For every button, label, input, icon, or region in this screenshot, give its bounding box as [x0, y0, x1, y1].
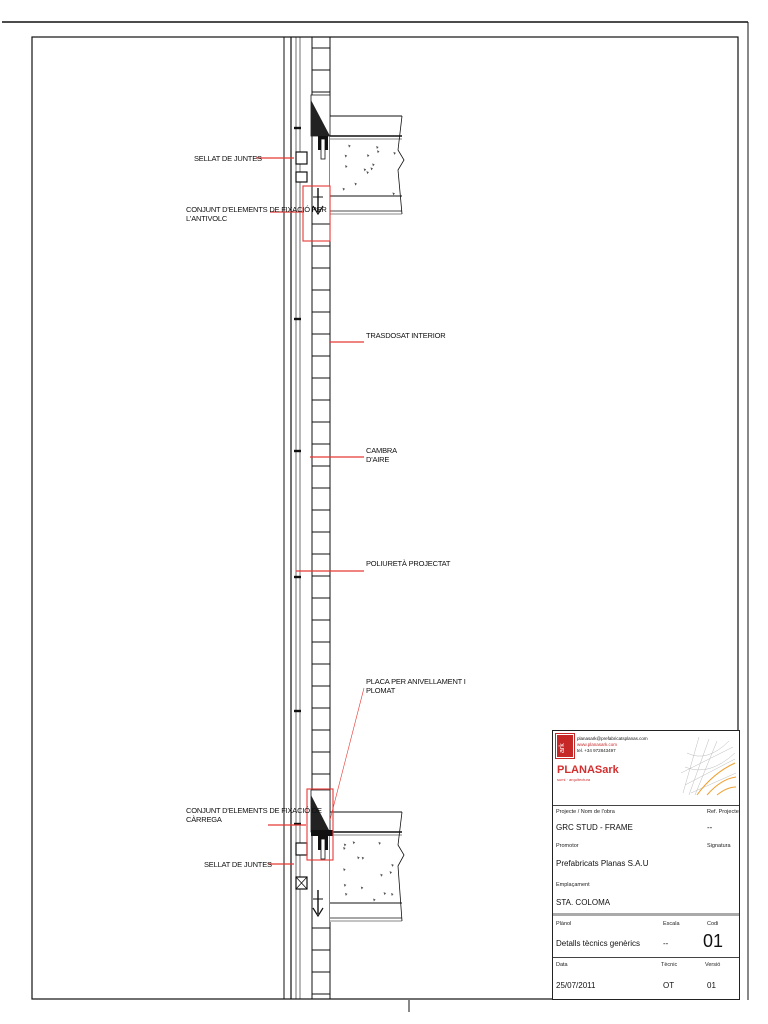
versio-value: 01 [707, 981, 716, 990]
anchor-wedge-top [310, 94, 331, 160]
planol-value: Detalls tècnics genèrics [556, 939, 641, 948]
stud-clips [294, 126, 301, 826]
leader-lines [256, 157, 365, 865]
contact-web: www.planasark.com [577, 742, 618, 747]
aggregate-mark [370, 167, 374, 171]
aggregate-mark [391, 863, 394, 867]
aggregate-mark [378, 841, 381, 845]
aggregate-mark [361, 856, 365, 860]
projecte-label: Projecte / Nom de l'obra [556, 809, 615, 815]
row-divider-1 [553, 805, 739, 806]
aggregate-mark [380, 873, 383, 877]
aggregate-mark [376, 145, 379, 149]
tecnic-label: Tècnic [661, 962, 678, 968]
brand-subtitle: sumi · arquitectura [557, 777, 591, 782]
tecnic-value: OT [663, 981, 675, 990]
label-antivolc-1: CONJUNT D'ELEMENTS DE FIXACIÓ PER [186, 205, 327, 214]
planol-label: Plànol [556, 921, 572, 927]
codi-value: 01 [703, 931, 724, 951]
ref-label: Ref. Projecte [707, 809, 739, 815]
aggregate-mark [360, 886, 364, 890]
aggregate-mark [344, 154, 348, 158]
aggregate-mark [389, 871, 393, 875]
aggregate-mark [376, 150, 380, 154]
detail-frame-carrega [306, 788, 334, 861]
label-trasdosat: TRASDOSAT INTERIOR [366, 331, 446, 340]
antivolc-fixing-bottom [312, 890, 324, 918]
logo-mark: ark [559, 743, 566, 753]
aggregate-mark [354, 182, 357, 186]
drawing-border [31, 36, 739, 1000]
title-block: ark planasark@prefabricatsplanas.com www… [552, 730, 740, 1000]
aggregate-mark [366, 154, 370, 158]
sealant-joint-bottom [295, 842, 308, 890]
aggregate-mark [343, 847, 346, 851]
leader-placa [329, 687, 365, 821]
aggregate-mark [373, 898, 376, 902]
lower-slab [330, 811, 405, 922]
label-carrega-2: CÀRREGA [186, 815, 222, 824]
aggregate-mark [366, 171, 369, 175]
sealant-joint-top [295, 151, 308, 183]
label-poliureta: POLIURETÀ PROJECTAT [366, 559, 451, 568]
aggregate-mark [393, 151, 396, 155]
row-divider-2 [553, 957, 739, 958]
escala-value: -- [663, 939, 669, 948]
emplacament-label: Emplaçament [556, 882, 590, 888]
label-placa-1: PLACA PER ANIVELLAMENT I [366, 677, 466, 686]
aggregate-mark [363, 168, 367, 172]
aggregate-mark [352, 841, 356, 845]
upper-slab [330, 115, 405, 215]
label-antivolc-2: L'ANTIVOLC [186, 214, 228, 223]
row-divider-gray [553, 913, 739, 916]
contact-tel: tel. +34 972843497 [577, 748, 616, 753]
aggregate-mark [348, 144, 351, 148]
contact-email: planasark@prefabricatsplanas.com [577, 736, 648, 741]
aggregate-mark [345, 892, 348, 896]
emplacament-value: STA. COLOMA [556, 898, 611, 907]
aggregate-mark [343, 843, 347, 847]
data-value: 25/07/2011 [556, 981, 596, 990]
codi-label: Codi [707, 921, 719, 927]
aggregate-mark [343, 883, 347, 887]
aggregate-mark [391, 892, 394, 896]
promotor-value: Prefabricats Planas S.A.U [556, 859, 649, 868]
anchor-wedge-bottom [310, 789, 333, 860]
ref-value: -- [707, 823, 713, 832]
brand-name: PLANASark [557, 764, 619, 776]
detail-frame-antivolc [302, 185, 331, 242]
aggregate-mark [383, 892, 387, 896]
projecte-value: GRC STUD - FRAME [556, 823, 633, 832]
label-cambra-2: D'AIRE [366, 455, 390, 464]
aggregate-mark [345, 165, 348, 169]
label-carrega-1: CONJUNT D'ELEMENTS DE FIXACIÓ DE [186, 806, 322, 815]
sketch-graphic [680, 736, 737, 796]
aggregate-mark [343, 868, 346, 872]
escala-label: Escala [663, 921, 680, 927]
promotor-label: Promotor [556, 843, 579, 849]
aggregate-mark [392, 192, 395, 196]
logo-header: ark planasark@prefabricatsplanas.com www… [553, 731, 739, 799]
aggregate-mark [342, 187, 346, 191]
versio-label: Versió [705, 962, 721, 968]
aggregate-mark [357, 856, 360, 860]
label-sellat-bottom: SELLAT DE JUNTES [204, 860, 272, 869]
signatura-label: Signatura [707, 843, 731, 849]
aggregate-mark [372, 163, 375, 167]
data-label: Data [556, 962, 568, 968]
antivolc-fixing-top [312, 188, 324, 216]
label-cambra-1: CAMBRA [366, 446, 397, 455]
label-sellat-top: SELLAT DE JUNTES [194, 154, 262, 163]
grc-skin [283, 37, 301, 999]
ark-logo-icon [555, 733, 575, 759]
label-placa-2: PLOMAT [366, 686, 396, 695]
